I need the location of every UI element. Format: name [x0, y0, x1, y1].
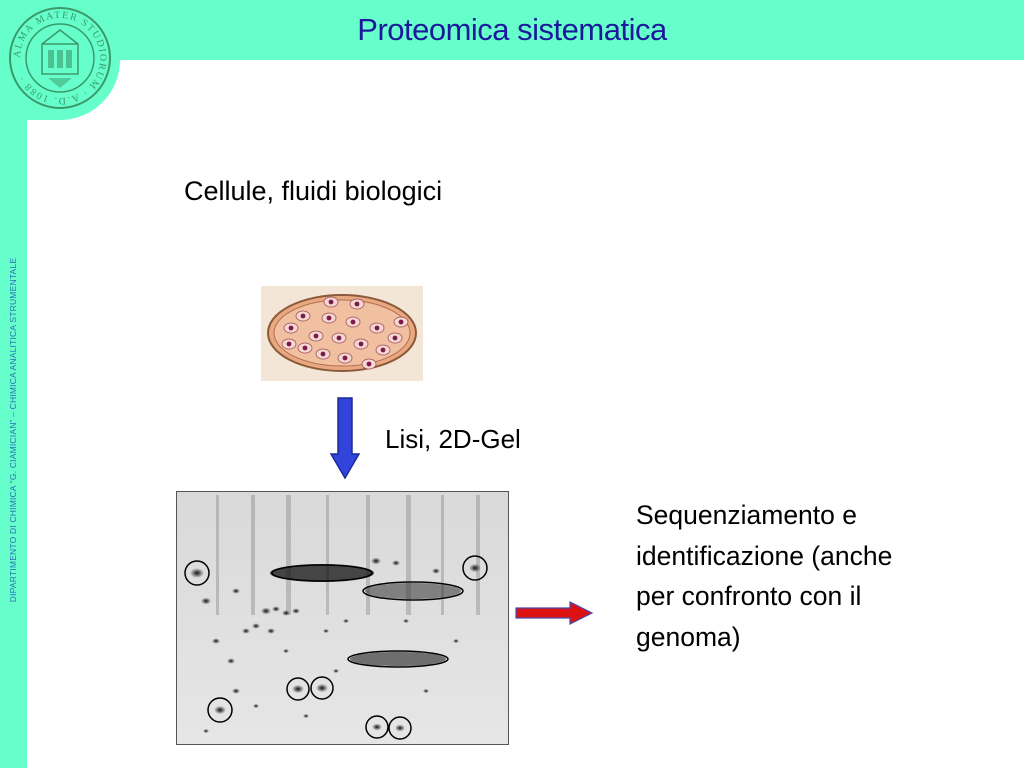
- gel-spot: [453, 638, 459, 644]
- gel-spot: [469, 563, 481, 573]
- gel-spot: [267, 628, 275, 634]
- gel-spot: [232, 588, 240, 594]
- gel-streak: [216, 495, 219, 615]
- gel-spot: [292, 684, 304, 694]
- gel-spot: [423, 688, 429, 694]
- result-line: identificazione (anche: [636, 540, 893, 571]
- gel-streak: [326, 495, 329, 615]
- gel-streak: [286, 495, 291, 615]
- 2d-gel-image: [176, 491, 509, 745]
- gel-spot: [403, 618, 409, 624]
- gel-spot: [372, 723, 382, 731]
- cell-nucleus: [392, 335, 398, 341]
- gel-spot: [261, 607, 271, 615]
- gel-spot: [392, 560, 400, 566]
- gel-spot: [303, 713, 309, 719]
- slide-title: Proteomica sistematica: [357, 12, 667, 47]
- cell-nucleus: [350, 319, 356, 325]
- cell-nucleus: [374, 325, 380, 331]
- gel-spot: [371, 557, 381, 565]
- down-arrow-icon: [330, 397, 360, 480]
- gel-spot: [333, 668, 339, 674]
- gel-spot: [292, 608, 300, 614]
- gel-spot: [283, 648, 289, 654]
- cell-nucleus: [302, 345, 308, 351]
- gel-spot: [343, 618, 349, 624]
- department-side-label: DIPARTIMENTO DI CHIMICA “G. CIAMICIAN” –…: [8, 257, 18, 603]
- gel-spot: [214, 705, 226, 715]
- source-label: Cellule, fluidi biologici: [184, 176, 443, 206]
- cell-nucleus: [288, 325, 294, 331]
- cell-nucleus: [320, 351, 326, 357]
- cell-nucleus: [326, 315, 332, 321]
- gel-spot: [242, 628, 250, 634]
- gel-streak: [441, 495, 444, 615]
- gel-spot: [253, 703, 259, 709]
- cell-nucleus: [358, 341, 364, 347]
- gel-spot: [227, 658, 235, 664]
- result-line: genoma): [636, 621, 741, 652]
- gel-spot: [323, 628, 329, 634]
- cell-nucleus: [354, 301, 360, 307]
- university-seal-icon: ALMA MATER STUDIORUM · A.D. 1088 ·: [9, 7, 111, 109]
- gel-spot: [395, 724, 405, 732]
- cell-nucleus: [328, 299, 334, 305]
- gel-streak: [366, 495, 370, 615]
- slide-frame-top: [0, 0, 1024, 60]
- gel-spot: [203, 728, 209, 734]
- slide-frame-left: [0, 0, 27, 768]
- gel-streak: [406, 495, 411, 615]
- gel-spot: [232, 688, 240, 694]
- gel-spot: [190, 568, 204, 578]
- process-step-label: Lisi, 2D-Gel: [385, 424, 521, 454]
- cell-nucleus: [336, 335, 342, 341]
- cell-illustration: [261, 286, 423, 381]
- result-line: Sequenziamento e: [636, 500, 857, 530]
- cell-nucleus: [286, 341, 292, 347]
- result-line: per confronto con il: [636, 581, 862, 611]
- gel-spot: [272, 606, 280, 612]
- gel-spot: [252, 623, 260, 629]
- result-description: Sequenziamento e identificazione (anche …: [636, 495, 996, 657]
- cell-nucleus: [342, 355, 348, 361]
- cell-nucleus: [313, 333, 319, 339]
- cell-nucleus: [380, 347, 386, 353]
- cell-nucleus: [398, 319, 404, 325]
- gel-spot: [282, 610, 290, 616]
- cell-nucleus: [300, 313, 306, 319]
- gel-spot: [212, 638, 220, 644]
- gel-streak: [476, 495, 480, 615]
- gel-spot: [201, 597, 211, 605]
- gel-spot: [316, 683, 328, 693]
- right-arrow-icon: [515, 601, 594, 625]
- gel-streak: [251, 495, 255, 615]
- cell-nucleus: [366, 361, 372, 367]
- gel-spot: [432, 568, 440, 574]
